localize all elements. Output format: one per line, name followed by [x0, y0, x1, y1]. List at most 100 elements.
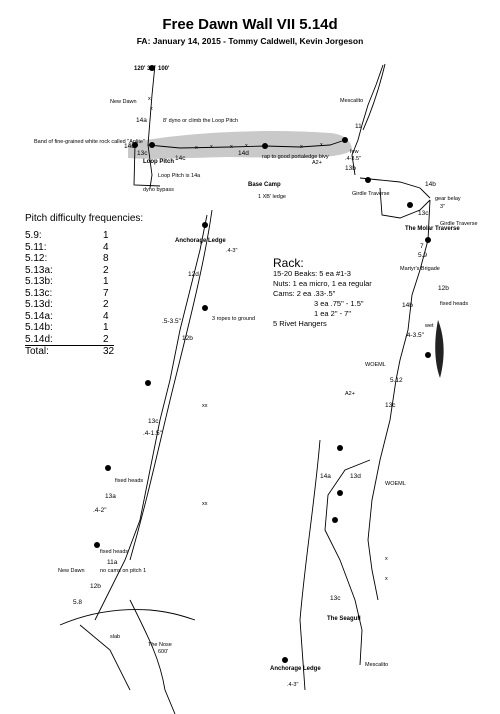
label-ropes-to-ground: 3 ropes to ground: [212, 316, 255, 322]
belay-marker: [262, 143, 268, 149]
bolt-mark: x: [385, 556, 388, 562]
rack-heading: Rack:: [273, 256, 304, 270]
frequency-count: 4: [103, 241, 109, 253]
grade-label: 14b: [402, 302, 413, 309]
grade-label: 5.9: [418, 252, 427, 259]
label-base-camp: Base Camp: [248, 182, 281, 188]
wet-streak: [435, 320, 444, 378]
page-title: Free Dawn Wall VII 5.14d: [162, 16, 338, 33]
frequency-grade: 5.11:: [25, 241, 47, 253]
label-loop-pitch: Loop Pitch: [143, 159, 174, 165]
grade-label: 14a: [136, 117, 147, 124]
belay-marker: [149, 65, 155, 71]
label-fixed-heads-right: fixed heads: [440, 301, 468, 307]
rack-nuts: Nuts: 1 ea micro, 1 ea regular: [273, 279, 372, 288]
label-gear-size: 3": [440, 204, 445, 210]
frequency-count: 2: [103, 333, 109, 345]
label-no-cams: no cams on pitch 1: [100, 568, 146, 574]
bolt-mark: x: [245, 143, 248, 149]
grade-label: 12b: [90, 583, 101, 590]
grade-label: .4-3.5": [405, 332, 425, 339]
frequency-grade: 5.13d:: [25, 299, 53, 310]
belay-marker: [425, 352, 431, 358]
frequency-total-row: Total: 32: [25, 345, 115, 358]
grade-label: 12b: [438, 285, 449, 292]
frequency-count: 1: [103, 230, 109, 241]
label-fixed-heads-low: fixed heads: [100, 549, 128, 555]
frequency-heading: Pitch difficulty frequencies:: [25, 213, 144, 224]
grade-label: .5-3.5": [162, 318, 182, 325]
label-anchorage-low-range: .4-3": [287, 682, 298, 688]
label-a2-right: A2+: [345, 391, 355, 397]
label-aplite-band: Band of fine-grained white rock called "…: [34, 139, 145, 145]
bolt-mark: xx: [202, 501, 208, 507]
grade-label: 14b: [425, 181, 436, 188]
rack-cams-2: 3 ea .75" - 1.5": [314, 299, 364, 308]
frequency-count: 7: [103, 287, 109, 299]
frequency-grade: 5.12:: [25, 253, 48, 264]
frequency-row: 5.13a:2: [25, 265, 114, 277]
frequency-row: 5.13c: 7: [25, 288, 114, 300]
page-subtitle: FA: January 14, 2015 - Tommy Caldwell, K…: [136, 36, 364, 46]
belay-marker: [282, 657, 288, 663]
label-anchorage-ledge-top: Anchorage Ledge: [175, 238, 226, 244]
frequency-grade: 5.14a:: [25, 310, 53, 322]
bolt-mark: x: [210, 144, 213, 150]
label-loop-pitch-grade: Loop Pitch is 14a: [158, 173, 201, 179]
bolt-mark: x: [300, 144, 303, 150]
grade-label: 13c: [148, 418, 159, 425]
belay-marker: [105, 465, 111, 471]
rack-rivets: 5 Rivet Hangers: [273, 319, 327, 328]
belay-marker: [94, 542, 100, 548]
grade-label: 11a: [107, 559, 118, 566]
label-the-nose-height: 600': [158, 649, 168, 655]
label-rap-bivy: rap to good portaledge bivy: [262, 154, 329, 160]
grade-label: 5.12: [390, 377, 403, 384]
label-molar-traverse: The Molar Traverse: [405, 226, 460, 232]
frequency-count: 1: [103, 276, 109, 287]
route-line-top: [147, 64, 156, 189]
grade-label: 13a: [105, 493, 116, 500]
label-dyno-instruction: 8' dyno or climb the Loop Pitch: [163, 118, 238, 124]
frequency-row: 5.11: 4: [25, 242, 114, 254]
bolt-mark: x: [148, 96, 151, 102]
label-fixed-heads-left: fixed heads: [115, 478, 143, 484]
grade-label: 13d: [350, 473, 361, 480]
far-left-crack: [299, 439, 321, 691]
frequency-count: 1: [103, 322, 109, 333]
bolt-mark: x: [385, 576, 388, 582]
label-ledge: 1 XB' ledge: [258, 194, 286, 200]
label-the-seagull: The Seagull: [327, 616, 361, 622]
left-route-line: [94, 214, 208, 621]
label-a2-top: A2+: [312, 160, 322, 166]
bolt-mark: x: [230, 144, 233, 150]
grade-label: 12b: [182, 335, 193, 342]
rack-cams-3: 1 ea 2" - 7": [314, 309, 352, 318]
grade-label: 14d: [124, 143, 135, 150]
frequency-grade: 5.13c:: [25, 287, 53, 299]
frequency-grade: 5.14d:: [25, 333, 53, 345]
label-mescalito-low: Mescalito: [365, 662, 388, 668]
frequency-row: 5.14b:1: [25, 322, 114, 334]
nose-buttress: [129, 599, 176, 714]
label-slab: slab: [110, 634, 120, 640]
grade-label: .4-1.5": [143, 430, 163, 437]
grade-label: 14a: [320, 473, 331, 480]
slab-edge: [79, 624, 131, 691]
label-anchorage-range: .4-3": [226, 248, 237, 254]
grade-label: 13c: [330, 595, 341, 602]
frequency-grade: 5.13b:: [25, 276, 53, 287]
belay-marker: [337, 445, 343, 451]
left-route-outer: [129, 209, 213, 561]
frequency-row: 5.13b: 1: [25, 276, 114, 288]
label-few-range: .4-3.5": [345, 156, 361, 162]
grade-label: 14c: [175, 155, 186, 162]
frequency-count: 4: [103, 310, 109, 322]
belay-marker: [145, 380, 151, 386]
molar-traverse-line: [359, 177, 431, 199]
label-mescalito-top: Mescalito: [340, 98, 363, 104]
grade-label: 12d: [188, 271, 199, 278]
